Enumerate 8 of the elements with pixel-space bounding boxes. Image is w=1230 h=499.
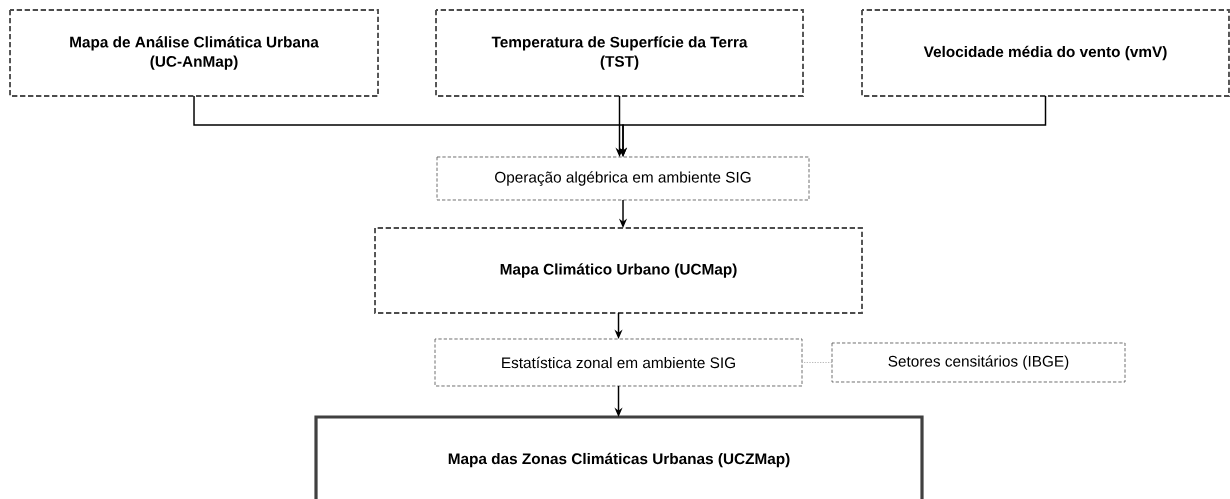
process-box: Estatística zonal em ambiente SIG (434, 338, 803, 387)
process-box: Temperatura de Superfície da Terra (TST) (435, 9, 804, 97)
process-box: Setores censitários (IBGE) (831, 342, 1126, 383)
process-box: Mapa de Análise Climática Urbana (UC-AnMap) (9, 9, 379, 97)
result-box: Mapa das Zonas Climáticas Urbanas (UCZMap) (314, 415, 924, 499)
process-box: Operação algébrica em ambiente SIG (436, 156, 810, 201)
process-box: Mapa Climático Urbano (UCMap) (374, 227, 863, 314)
process-box: Velocidade média do vento (vmV) (861, 9, 1230, 97)
